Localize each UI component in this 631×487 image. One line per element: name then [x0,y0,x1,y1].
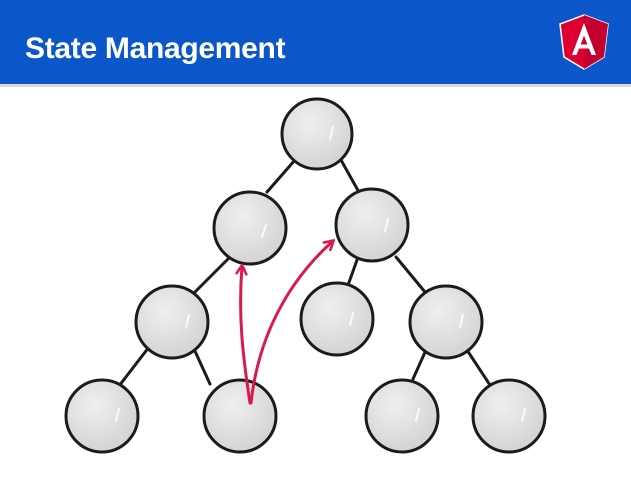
tree-node-left-left-right [202,378,278,454]
edge-leftleft-llr [192,347,212,386]
component-tree-diagram [64,97,547,454]
tree-node-right-right-right [471,378,547,454]
state-arrows [241,241,333,405]
edge-right-rightleft [345,258,359,290]
angular-logo-icon [559,14,609,70]
tree-node-right-right [408,284,484,360]
arrow-to-right-node [249,241,333,405]
tree-edges [117,158,492,388]
slide-title: State Management [25,32,286,65]
edge-root-right [339,158,362,196]
tree-node-left-left [134,284,210,360]
arrow-to-left-node [241,266,252,405]
tree-node-right-left [299,281,375,357]
slide-header: State Management [0,0,631,87]
edge-right-rightright [394,255,427,294]
tree-node-right [334,187,410,263]
edge-left-leftleft [193,255,232,294]
tree-node-root [280,97,354,171]
edge-rightright-rrl [411,348,428,381]
tree-node-right-right-left [364,378,440,454]
edge-root-left [265,158,297,194]
edge-rightright-rrr [463,345,492,387]
tree-nodes [64,97,547,454]
tree-node-left-left-left [64,378,140,454]
edge-leftleft-lll [117,345,151,388]
tree-node-left [212,190,288,266]
